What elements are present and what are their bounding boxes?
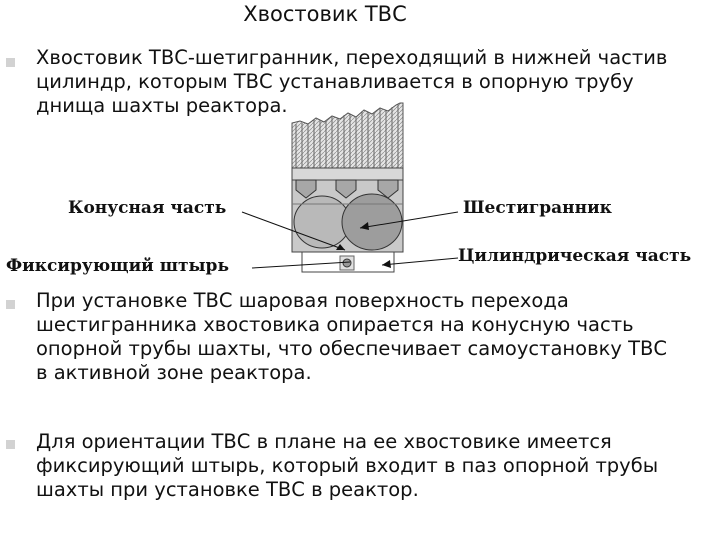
leader-arrowheads (336, 222, 391, 268)
bullet-marker (6, 300, 15, 309)
bullet-marker (6, 440, 15, 449)
leader-lines (241, 211, 459, 269)
bullet-text: Хвостовик ТВС-шетигранник, переходящий в… (36, 46, 668, 117)
label-hexagon: Шестигранник (463, 198, 612, 218)
bullet-text: Для ориентации ТВС в плане на ее хвостов… (36, 430, 659, 501)
slide-title: Хвостовик ТВС (243, 2, 407, 26)
tail-body (291, 167, 404, 273)
label-cylinder-part: Цилиндрическая часть (458, 246, 692, 266)
bullet-marker (6, 58, 15, 67)
bullet-text: При установке ТВС шаровая поверхность пе… (36, 289, 668, 384)
label-cone-part: Конусная часть (68, 198, 227, 218)
label-fixing-pin: Фиксирующий штырь (6, 256, 229, 276)
tube-top-hatching (291, 102, 404, 169)
